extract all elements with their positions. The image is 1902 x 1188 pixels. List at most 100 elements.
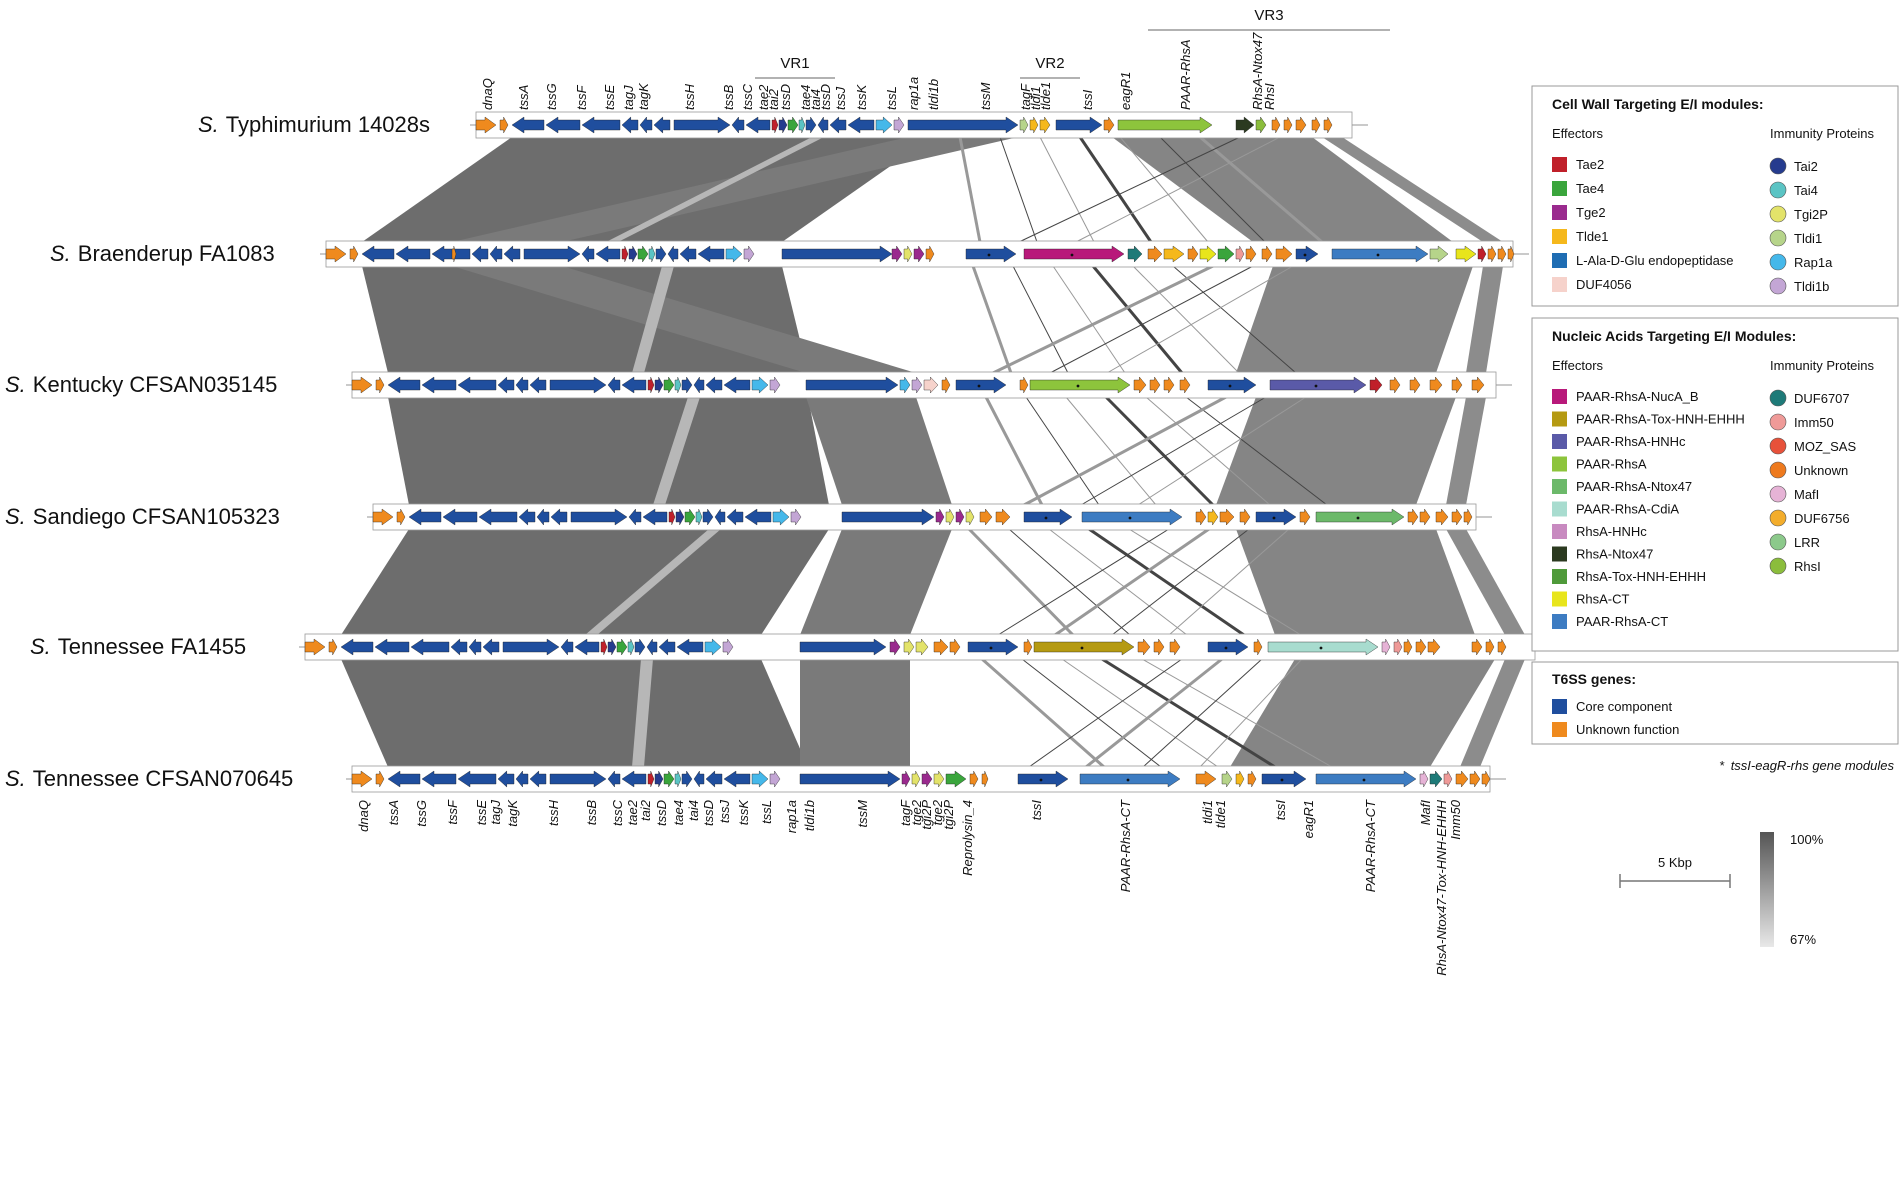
link-line bbox=[1104, 395, 1215, 507]
gene-arrow bbox=[1079, 770, 1181, 788]
link-downstream-block bbox=[1236, 266, 1473, 373]
gene-arrow bbox=[457, 770, 497, 788]
legend-swatch-circle bbox=[1769, 533, 1787, 551]
gene-track bbox=[299, 633, 1551, 661]
gene-arrow bbox=[781, 245, 893, 263]
legend-swatch bbox=[1552, 546, 1567, 562]
gene-arrow bbox=[1471, 376, 1485, 394]
legend-swatch-circle bbox=[1769, 205, 1787, 223]
gene-arrow bbox=[515, 376, 529, 394]
gene-arrow bbox=[1451, 508, 1463, 526]
link-line bbox=[1168, 528, 1290, 636]
link-line bbox=[1023, 395, 1227, 507]
link-line bbox=[1075, 136, 1281, 243]
gene-arrow bbox=[1247, 770, 1257, 788]
link-line bbox=[984, 396, 1044, 506]
link-downstream-block bbox=[1216, 397, 1456, 505]
gene-arrow bbox=[523, 245, 581, 263]
gene-arrow bbox=[529, 376, 547, 394]
strain-label: S.Tennessee FA1455 bbox=[30, 634, 246, 659]
module-star-mark bbox=[977, 384, 981, 388]
link-line bbox=[997, 528, 1170, 636]
module-star-mark bbox=[987, 253, 991, 257]
gene-arrow bbox=[549, 770, 607, 788]
gene-arrow bbox=[647, 770, 655, 788]
gene-arrow bbox=[1239, 508, 1251, 526]
gene-arrow bbox=[684, 508, 696, 526]
link-tail-block bbox=[1466, 266, 1503, 373]
gene-arrow bbox=[1311, 116, 1321, 134]
gene-label-top: tagJ bbox=[621, 85, 636, 110]
gene-arrow bbox=[646, 638, 658, 656]
gene-arrow bbox=[375, 770, 385, 788]
gene-arrow bbox=[1133, 376, 1147, 394]
gene-tracks bbox=[299, 111, 1551, 793]
gene-arrow bbox=[745, 116, 771, 134]
gene-arrow bbox=[1497, 638, 1507, 656]
gene-label-top: tssF bbox=[574, 84, 589, 110]
gene-arrow bbox=[923, 376, 939, 394]
gene-arrow bbox=[1207, 638, 1249, 656]
gene-arrow bbox=[1271, 116, 1281, 134]
legend-swatch bbox=[1552, 253, 1567, 268]
gene-arrow bbox=[1195, 508, 1207, 526]
legend-swatch bbox=[1552, 722, 1567, 737]
gene-arrow bbox=[361, 245, 395, 263]
link-core-block bbox=[388, 397, 829, 505]
legend-t6ss-title: T6SS genes: bbox=[1552, 671, 1636, 687]
gene-arrow bbox=[787, 116, 799, 134]
gene-label-top: tssG bbox=[544, 83, 559, 110]
module-star-mark bbox=[1362, 778, 1366, 782]
legend-item: Rap1a bbox=[1794, 255, 1833, 270]
link-tssm-block bbox=[800, 659, 910, 767]
gene-arrow bbox=[529, 770, 547, 788]
gene-arrow bbox=[607, 638, 617, 656]
legend-swatch bbox=[1552, 229, 1567, 244]
legend-cell-wall-title: Cell Wall Targeting E/I modules: bbox=[1552, 96, 1764, 112]
legend-swatch bbox=[1552, 157, 1567, 172]
link-tail-block bbox=[1460, 659, 1525, 767]
gene-label-top: tae2 bbox=[756, 84, 771, 110]
gene-arrow bbox=[497, 376, 515, 394]
gene-arrow bbox=[915, 638, 929, 656]
gene-arrow bbox=[442, 508, 478, 526]
gene-arrow bbox=[421, 770, 457, 788]
gene-arrow bbox=[967, 638, 1019, 656]
module-star-mark bbox=[1039, 778, 1043, 782]
gene-arrow bbox=[790, 508, 802, 526]
gene-arrow bbox=[1017, 770, 1069, 788]
legend-swatch-circle bbox=[1769, 461, 1787, 479]
gene-arrow bbox=[1147, 245, 1163, 263]
link-line bbox=[1052, 265, 1126, 374]
gene-label-bottom: dnaQ bbox=[356, 800, 371, 832]
link-downstream-block bbox=[1236, 529, 1475, 635]
gene-arrow bbox=[1261, 245, 1273, 263]
gene-arrow bbox=[550, 508, 568, 526]
gene-arrow bbox=[431, 245, 471, 263]
link-tssm-block bbox=[452, 137, 1018, 242]
link-tail-block bbox=[1446, 397, 1486, 505]
gene-track bbox=[346, 765, 1506, 793]
gene-arrow bbox=[1169, 638, 1181, 656]
gene-arrow bbox=[693, 376, 705, 394]
gene-arrow bbox=[1323, 116, 1333, 134]
legend-swatch bbox=[1552, 434, 1567, 449]
gene-arrow bbox=[581, 116, 621, 134]
legend-swatch-circle bbox=[1769, 181, 1787, 199]
gene-label-top: tssA bbox=[516, 85, 531, 110]
gene-arrow bbox=[621, 770, 647, 788]
gene-arrow bbox=[1199, 245, 1217, 263]
gene-arrow bbox=[1029, 116, 1039, 134]
link-line bbox=[1185, 396, 1328, 506]
strain-label: S.Tennessee CFSAN070645 bbox=[5, 766, 293, 791]
link-line bbox=[1085, 657, 1223, 769]
link-line bbox=[1025, 396, 1100, 506]
link-line bbox=[1049, 265, 1254, 374]
strain-name: Sandiego CFSAN105323 bbox=[33, 504, 280, 529]
scale-bar-label: 5 Kbp bbox=[1658, 855, 1692, 870]
gene-label-bottom: tssK bbox=[736, 799, 751, 826]
gene-label-top: tlde1 bbox=[1038, 82, 1053, 110]
gene-arrow bbox=[1195, 770, 1217, 788]
gene-label-top: tssM bbox=[978, 82, 993, 110]
legend-item: PAAR-RhsA-NucA_B bbox=[1576, 389, 1699, 404]
